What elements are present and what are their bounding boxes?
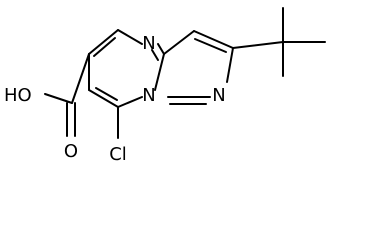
- atom-n-bridge: N: [142, 85, 155, 106]
- atom-hydroxyl: HO: [4, 85, 32, 106]
- bond-c7a-n1: [117, 96, 143, 108]
- atom-n-ring: N: [142, 33, 155, 54]
- bond-c7-c7a-double: [95, 87, 118, 101]
- bond-c7-c7a: [88, 89, 119, 108]
- atom-carbonyl-oxygen: O: [64, 141, 78, 162]
- atom-chlorine: Cl: [109, 144, 127, 165]
- bond-c3a-n4-double: [151, 49, 159, 61]
- bond-ccooh-oh: [44, 93, 73, 104]
- bond-c3-c2: [193, 30, 234, 49]
- bond-c2-n2: [226, 47, 234, 83]
- molecule-structure: N N N HO O Cl: [4, 7, 326, 165]
- bond-c3a-c3: [163, 30, 195, 55]
- bond-c3-c2-double: [194, 38, 227, 53]
- bond-c6-ccooh: [71, 53, 90, 104]
- atom-n-pyrazole: N: [212, 85, 225, 106]
- bond-c5-c6: [88, 29, 119, 55]
- bond-n4-c5: [117, 29, 143, 45]
- bond-c3a-n4: [157, 43, 165, 55]
- bond-c5-c6-double: [93, 37, 116, 57]
- bond-n1-c3a: [154, 53, 165, 91]
- bond-c2-cq: [232, 41, 284, 49]
